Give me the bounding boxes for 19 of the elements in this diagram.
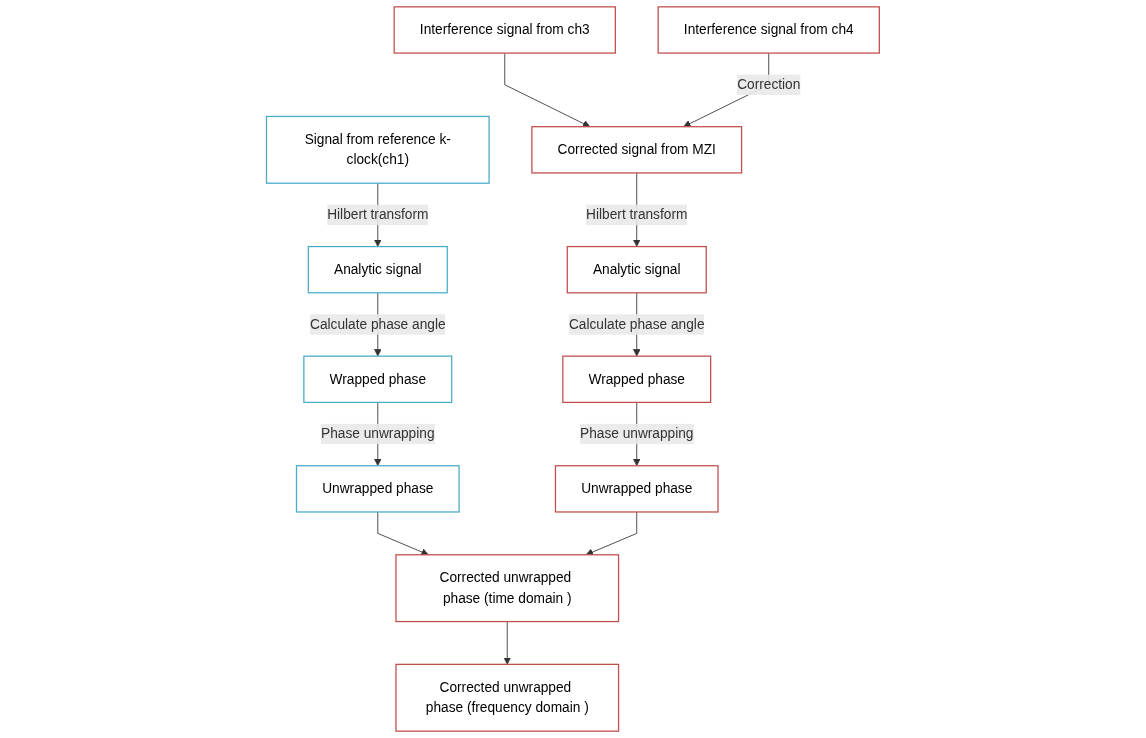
node-box: Analytic signal: [566, 245, 707, 294]
node-box: Corrected signal from MZI: [531, 126, 743, 174]
node-box: Signal from reference k-clock(ch1): [265, 115, 490, 184]
edge-label: Hilbert transform: [586, 207, 688, 222]
edge-label: Phase unwrapping: [321, 426, 435, 441]
node-box: Interference signal from ch4: [657, 6, 881, 54]
node-box: Wrapped phase: [303, 355, 453, 404]
edge-label: Calculate phase angle: [569, 316, 705, 332]
node-box: Corrected unwrapped phase (frequency domain ): [395, 663, 620, 732]
node-box: Corrected unwrapped phase (time domain ): [395, 554, 620, 623]
edge-label: Phase unwrapping: [580, 426, 694, 441]
node-box: Unwrapped phase: [295, 465, 460, 513]
node-box: Analytic signal: [307, 245, 448, 294]
edge-label: Correction: [737, 77, 801, 92]
edge-label: Hilbert transform: [327, 207, 429, 222]
node-box: Interference signal from ch3: [393, 6, 617, 54]
node-box: Unwrapped phase: [554, 465, 719, 513]
edge-label: Calculate phase angle: [310, 316, 446, 332]
node-box: Wrapped phase: [562, 355, 712, 404]
